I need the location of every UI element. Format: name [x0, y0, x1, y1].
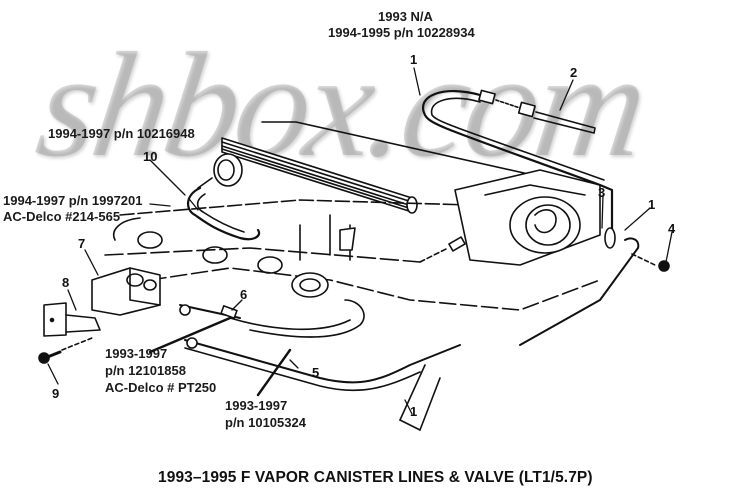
- intake-manifold: [104, 199, 601, 311]
- leader-lines: [47, 67, 673, 415]
- callout-1-top: 1: [410, 52, 418, 67]
- throttle-body: [454, 169, 601, 266]
- part-note-item5-line2: p/n 10105324: [225, 415, 306, 430]
- callout-9: 9: [52, 386, 60, 401]
- callout-4: 4: [668, 221, 676, 236]
- oil-fill-cap: [291, 272, 329, 298]
- callout-10: 10: [143, 149, 158, 164]
- right-fitting: [519, 227, 670, 346]
- connector-6: [220, 305, 238, 319]
- callout-2: 2: [570, 65, 578, 80]
- rail-pressure-regulator: [197, 153, 243, 189]
- purge-solenoid-7: [91, 267, 161, 316]
- callout-7: 7: [78, 236, 86, 251]
- part-note-item10: 1994-1997 p/n 10216948: [48, 126, 195, 141]
- callout-5: 5: [312, 365, 320, 380]
- callout-8: 8: [62, 275, 70, 290]
- bolt-manifold: [419, 236, 466, 263]
- vacuum-hose-10: [187, 186, 261, 241]
- bolt-9: [38, 337, 93, 364]
- callout-1-right: 1: [648, 197, 656, 212]
- pointer-item5: [256, 348, 292, 397]
- connector-2: [495, 99, 596, 134]
- pointer-item6: [148, 316, 232, 354]
- diagram-caption: 1993–1995 F VAPOR CANISTER LINES & VALVE…: [158, 469, 593, 486]
- fuel-rail: [221, 121, 601, 214]
- part-note-item5-line1: 1993-1997: [225, 398, 288, 413]
- callout-3: 3: [598, 185, 606, 200]
- part-note-top-line1: 1993 N/A: [378, 9, 433, 24]
- part-note-item6-line2: p/n 12101858: [105, 363, 186, 378]
- part-note-top: 1993 N/A: [378, 9, 433, 25]
- bracket-8: [43, 302, 101, 337]
- part-note-item6-line1: 1993-1997: [105, 346, 168, 361]
- part-note-item7-line1: 1994-1997 p/n 1997201: [3, 193, 143, 208]
- callout-1-bottom: 1: [410, 404, 418, 419]
- part-note-item6-line3: AC-Delco # PT250: [105, 380, 217, 395]
- part-note-item7-line2: AC-Delco #214-565: [3, 209, 121, 224]
- callout-6: 6: [240, 287, 248, 302]
- part-note-top-line2: 1994-1995 p/n 10228934: [328, 25, 475, 40]
- vapor-line-1-upper: [422, 90, 614, 232]
